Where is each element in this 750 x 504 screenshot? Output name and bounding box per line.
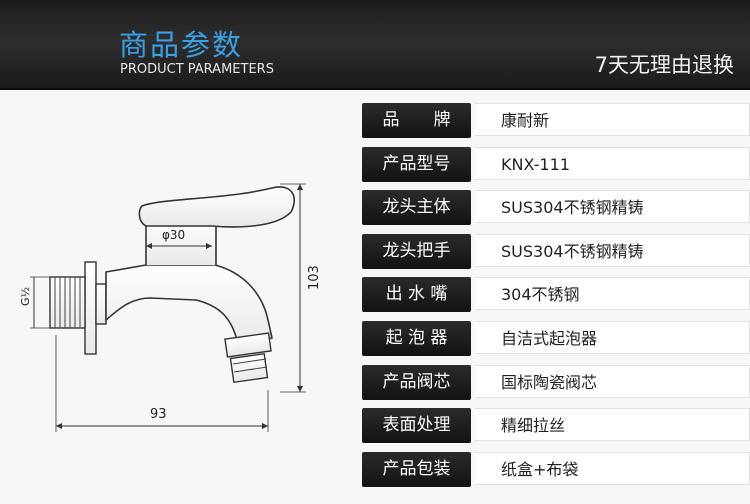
param-value: 304不锈钢 <box>475 277 750 311</box>
return-policy-slogan: 7天无理由退换 <box>594 53 734 77</box>
param-value: 精细拉丝 <box>475 408 750 442</box>
parameter-table: 品 牌 康耐新 产品型号 KNX-111 龙头主体 SUS304不锈钢精铸 龙头… <box>362 103 750 495</box>
param-value: 国标陶瓷阀芯 <box>475 364 750 398</box>
length-dimension-label: 93 <box>150 407 167 422</box>
param-label: 出 水 嘴 <box>362 277 471 313</box>
thread-connector <box>49 276 86 329</box>
param-label: 表面处理 <box>362 408 471 444</box>
faucet-dimension-diagram: φ30 G½ 103 93 <box>19 183 322 432</box>
param-row-spout: 出 水 嘴 304不锈钢 <box>362 277 750 313</box>
section-subtitle: PRODUCT PARAMETERS <box>120 62 274 77</box>
param-label: 龙头把手 <box>362 233 471 269</box>
param-row-handle: 龙头把手 SUS304不锈钢精铸 <box>362 233 750 269</box>
param-row-aerator: 起 泡 器 自洁式起泡器 <box>362 320 750 356</box>
param-label: 产品型号 <box>362 146 471 182</box>
param-label: 龙头主体 <box>362 190 471 226</box>
thread-dimension-label: G½ <box>19 287 32 306</box>
aerator-upper <box>224 332 272 358</box>
header-divider <box>0 88 750 90</box>
diameter-dimension-label: φ30 <box>162 228 185 242</box>
section-title: 商品参数 <box>119 28 244 62</box>
param-row-valve-core: 产品阀芯 国标陶瓷阀芯 <box>362 364 750 400</box>
faucet-body <box>105 264 273 345</box>
param-value: 康耐新 <box>475 103 750 136</box>
header-banner: 商品参数 PRODUCT PARAMETERS 7天无理由退换 <box>0 0 750 90</box>
aerator-lower <box>229 352 269 384</box>
lever-handle <box>138 186 296 228</box>
param-value: SUS304不锈钢精铸 <box>475 190 750 224</box>
param-value: 纸盒+布袋 <box>475 451 750 485</box>
param-value: SUS304不锈钢精铸 <box>475 233 750 267</box>
flange-plate <box>84 261 97 355</box>
param-row-body: 龙头主体 SUS304不锈钢精铸 <box>362 190 750 226</box>
param-row-model: 产品型号 KNX-111 <box>362 146 750 182</box>
param-label: 产品包装 <box>362 451 471 487</box>
param-label: 起 泡 器 <box>362 320 471 356</box>
height-dimension-label: 103 <box>307 265 322 290</box>
param-value: KNX-111 <box>475 146 750 180</box>
param-row-brand: 品 牌 康耐新 <box>362 103 750 138</box>
hex-nut <box>95 283 107 325</box>
param-row-finish: 表面处理 精细拉丝 <box>362 408 750 444</box>
param-label: 产品阀芯 <box>362 364 471 400</box>
param-value: 自洁式起泡器 <box>475 320 750 354</box>
param-label: 品 牌 <box>362 103 471 138</box>
param-row-packaging: 产品包装 纸盒+布袋 <box>362 451 750 487</box>
